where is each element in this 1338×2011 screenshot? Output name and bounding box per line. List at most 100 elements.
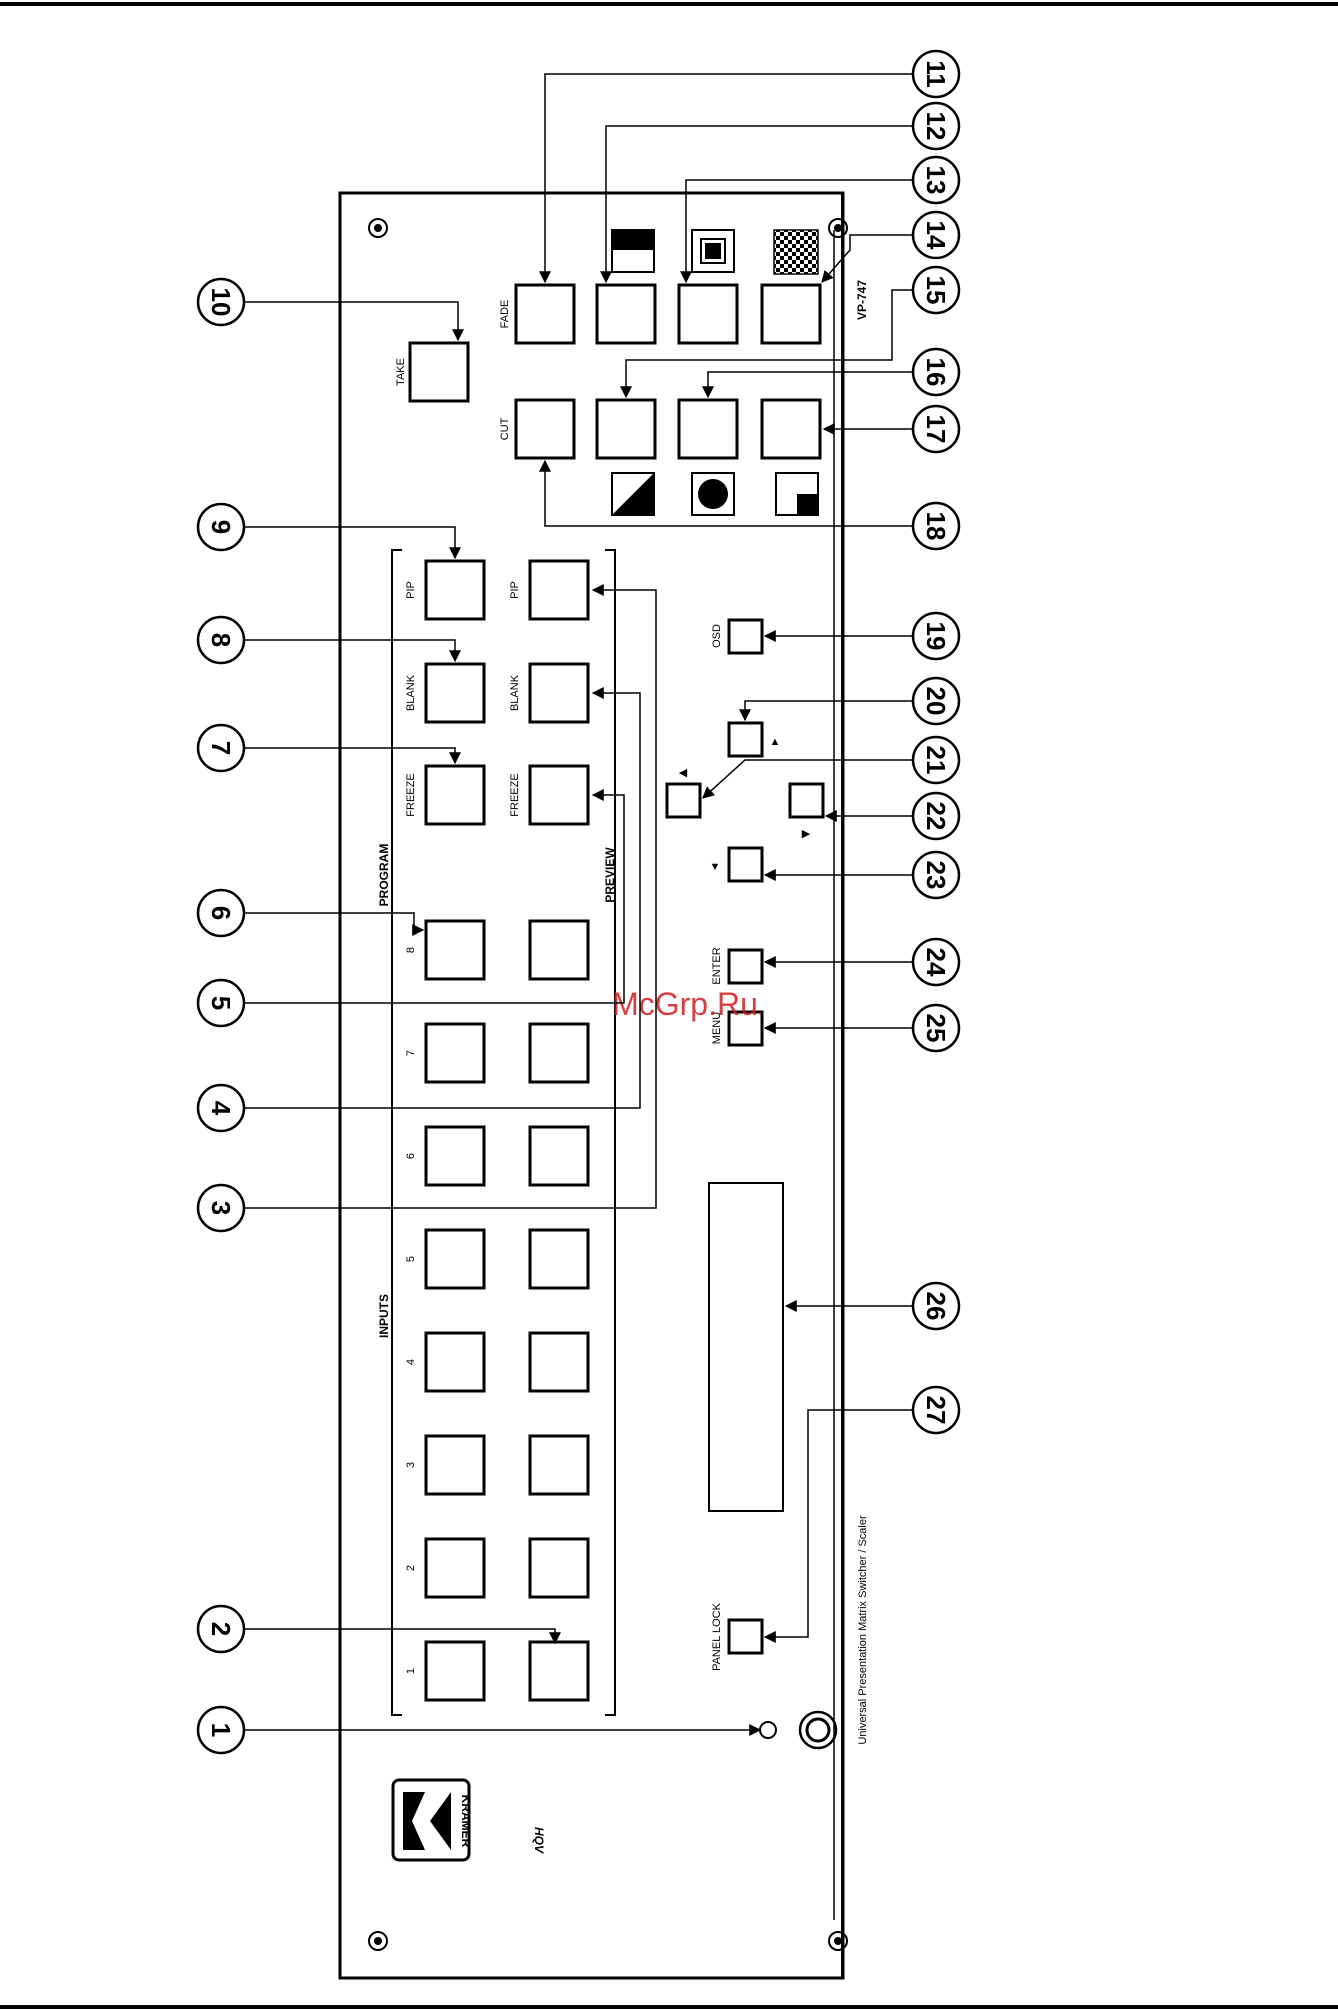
down-arrow-icon: ▼: [710, 861, 721, 873]
panel-lock-button[interactable]: [729, 1620, 762, 1653]
wipe-diagonal-icon: [612, 473, 654, 515]
leader-8: [243, 640, 455, 661]
preview-input-7-button[interactable]: [530, 1024, 588, 1082]
program-input-7-button[interactable]: [426, 1024, 484, 1082]
callout-24-label: 24: [921, 948, 951, 977]
osd-button[interactable]: [729, 620, 762, 653]
input-number-6: 6: [405, 1153, 417, 1159]
panel-lock-label: PANEL LOCK: [711, 1602, 723, 1671]
program-freeze-button[interactable]: [426, 766, 484, 824]
preview-input-2-button[interactable]: [530, 1539, 588, 1597]
program-input-8-button[interactable]: [426, 921, 484, 979]
program-blank-button[interactable]: [426, 664, 484, 722]
wipe-split-icon: [612, 230, 654, 272]
callout-15-label: 15: [921, 276, 951, 305]
watermark: McGrp.Ru: [612, 986, 758, 1022]
callout-8-label: 8: [206, 633, 236, 647]
preview-input-1-button[interactable]: [530, 1642, 588, 1700]
leader-16: [708, 372, 914, 397]
program-blank-label: BLANK: [405, 674, 417, 711]
preview-input-buttons: [530, 921, 588, 1700]
preview-bracket: [605, 550, 615, 1715]
wipe-3-button[interactable]: [762, 285, 820, 343]
panel-subtitle: Universal Presentation Matrix Switcher /…: [857, 1515, 869, 1745]
leader-20: [745, 701, 914, 720]
callout-6-label: 6: [206, 906, 236, 920]
take-label: TAKE: [395, 358, 407, 386]
callout-16-label: 16: [921, 358, 951, 387]
right-button[interactable]: [790, 784, 823, 817]
preview-pip-label: PIP: [509, 581, 521, 599]
wipe-5-button[interactable]: [679, 400, 737, 458]
preview-freeze-label: FREEZE: [509, 773, 521, 816]
program-label: PROGRAM: [377, 844, 391, 907]
cut-button[interactable]: [516, 400, 574, 458]
preview-input-3-button[interactable]: [530, 1436, 588, 1494]
preview-input-6-button[interactable]: [530, 1127, 588, 1185]
cut-label: CUT: [499, 417, 511, 440]
callout-19-label: 19: [921, 622, 951, 651]
program-input-1-button[interactable]: [426, 1642, 484, 1700]
input-number-5: 5: [405, 1256, 417, 1262]
leader-27: [765, 1410, 914, 1637]
wipe-box-icon: [692, 230, 734, 272]
osd-label: OSD: [711, 624, 723, 648]
wipe-circle-icon: [692, 473, 734, 515]
wipe-1-button[interactable]: [597, 285, 655, 343]
program-input-5-button[interactable]: [426, 1230, 484, 1288]
preview-blank-label: BLANK: [509, 674, 521, 711]
program-input-2-button[interactable]: [426, 1539, 484, 1597]
callout-4-label: 4: [206, 1101, 236, 1116]
wipe-6-button[interactable]: [762, 400, 820, 458]
preview-label: PREVIEW: [603, 847, 617, 903]
up-button[interactable]: [729, 723, 762, 756]
wipe-2-button[interactable]: [679, 285, 737, 343]
input-number-4: 4: [405, 1359, 417, 1365]
preview-freeze-button[interactable]: [530, 766, 588, 824]
brand-label: KRAMER: [459, 1795, 473, 1848]
fade-button[interactable]: [516, 285, 574, 343]
leader-10: [243, 302, 458, 340]
wipe-4-button[interactable]: [597, 400, 655, 458]
callout-1-label: 1: [206, 1723, 236, 1737]
callout-22-label: 22: [921, 802, 951, 831]
callout-20-label: 20: [921, 687, 951, 716]
callout-markers: 1234567891011121314151617181920212223242…: [198, 51, 959, 1753]
preview-blank-button[interactable]: [530, 664, 588, 722]
program-input-4-button[interactable]: [426, 1333, 484, 1391]
program-input-6-button[interactable]: [426, 1127, 484, 1185]
callout-23-label: 23: [921, 861, 951, 890]
callout-3-label: 3: [206, 1201, 236, 1215]
left-arrow-icon: ◀: [679, 767, 688, 779]
leader-9: [243, 527, 455, 558]
preview-pip-button[interactable]: [530, 561, 588, 619]
wipe-checker-icon: [774, 230, 818, 274]
input-number-2: 2: [405, 1565, 417, 1571]
leader-14: [822, 235, 914, 282]
program-pip-label: PIP: [405, 581, 417, 599]
leader-7: [243, 748, 455, 763]
callout-21-label: 21: [921, 746, 951, 775]
preview-input-4-button[interactable]: [530, 1333, 588, 1391]
leader-2: [243, 1629, 555, 1643]
callout-17-label: 17: [921, 415, 951, 444]
right-arrow-icon: ▶: [802, 828, 811, 840]
callout-27-label: 27: [921, 1396, 951, 1425]
ir-jack-icon: [760, 1712, 836, 1748]
program-pip-button[interactable]: [426, 561, 484, 619]
left-button[interactable]: [667, 784, 700, 817]
model-label: VP-747: [855, 280, 869, 320]
input-number-7: 7: [405, 1050, 417, 1056]
take-button[interactable]: [410, 343, 468, 401]
down-button[interactable]: [729, 848, 762, 881]
program-input-3-button[interactable]: [426, 1436, 484, 1494]
callout-12-label: 12: [921, 112, 951, 141]
preview-input-8-button[interactable]: [530, 921, 588, 979]
enter-button[interactable]: [729, 950, 762, 983]
inputs-label: INPUTS: [377, 1294, 391, 1338]
preview-input-5-button[interactable]: [530, 1230, 588, 1288]
callout-14-label: 14: [921, 221, 951, 250]
callout-25-label: 25: [921, 1014, 951, 1043]
callout-18-label: 18: [921, 512, 951, 541]
